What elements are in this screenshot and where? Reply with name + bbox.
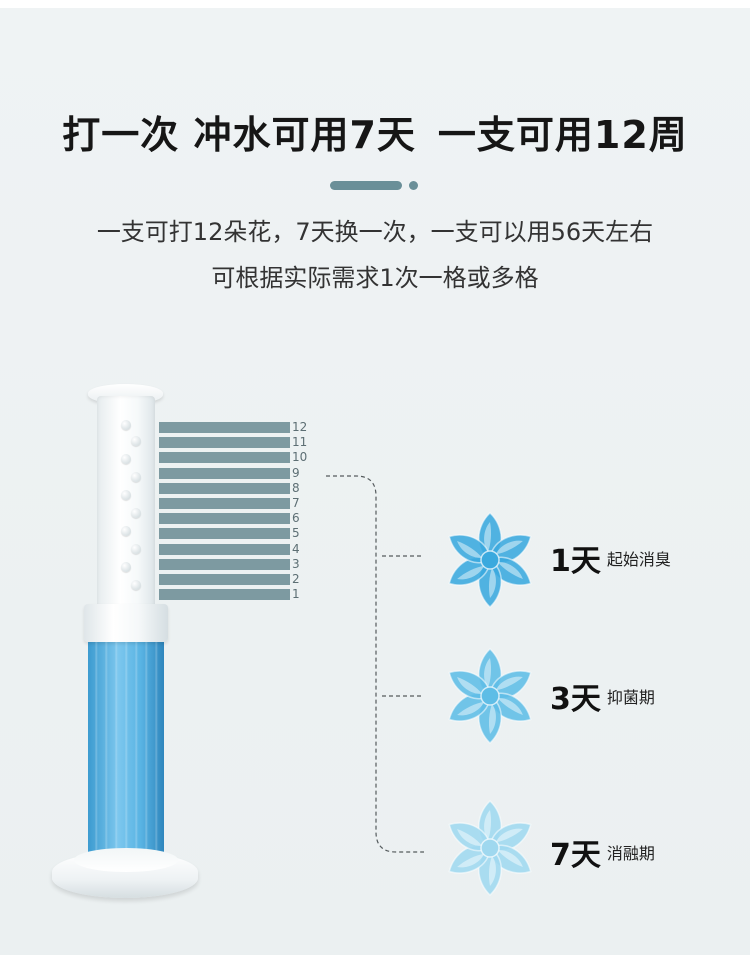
dose-scale-segment [159,482,290,494]
stage-7-description: 消融期 [606,844,655,863]
stage-1-description: 起始消臭 [606,550,671,569]
flower-petal-highlight [497,850,523,867]
dose-scale-segment [159,422,290,433]
accent-divider-dot [409,181,418,190]
dose-scale-number: 6 [292,511,300,526]
flower-petal [448,534,491,564]
gel-flower-stage-3 [448,647,532,745]
flower-petal-highlight [488,704,496,734]
applicator-plunger-barrel [97,396,155,608]
stage-3-days: 3天 [550,682,601,717]
applicator-blue-gel [88,640,164,858]
flower-petal [448,670,491,700]
flower-petal-highlight [495,676,523,691]
flower-petal-highlight [457,701,485,716]
stage-1-label: 1天起始消臭 [550,536,671,580]
dose-scale-segment [159,543,290,555]
flower-petal-highlight [484,810,492,840]
dose-scale-segment [159,498,290,509]
dose-scale-number: 9 [292,465,300,480]
barrel-dot [131,472,141,482]
stage-7-label: 7天消融期 [550,830,655,874]
flower-petal-highlight [457,829,483,846]
dose-scale-number: 12 [292,420,308,434]
dose-scale-number: 11 [292,435,308,450]
dose-scale-segment [159,467,290,479]
dose-scale-number: 10 [292,450,308,465]
connector-bracket [326,475,424,853]
barrel-dot [131,436,141,446]
flower-petal-highlight [457,541,483,558]
dose-scale-number: 5 [292,526,300,541]
dose-scale-segment [159,437,290,449]
accent-divider [330,181,402,190]
dose-scale-number: 1 [292,587,300,602]
stage-3-label: 3天抑菌期 [550,674,655,718]
flower-petal-highlight [495,828,523,843]
dose-scale-segment [159,452,290,464]
stage-1-days: 1天 [550,544,601,579]
barrel-dot [121,454,131,464]
flower-petal-highlight [497,698,523,715]
flower-petal-highlight [497,562,523,579]
applicator-base-rim [74,848,178,872]
flower-petal-highlight [457,677,483,694]
dose-scale-segment [159,513,290,525]
barrel-dot [121,420,131,430]
dose-scale-segment [159,528,290,540]
flower-petal-highlight [457,565,485,580]
dose-scale-number: 8 [292,480,300,495]
flower-petal-highlight [457,853,485,868]
barrel-dot [131,544,141,554]
flower-center [480,550,500,570]
dose-scale-number: 2 [292,572,300,586]
dose-scale-segment [159,558,290,570]
headline: 打一次 冲水可用7天一支可用12周 [0,104,750,159]
barrel-dot [121,562,131,572]
flower-center [480,838,500,858]
description-line-2: 可根据实际需求1次一格或多格 [211,264,539,292]
flower-petal-highlight [488,856,496,886]
gel-flower-stage-7 [448,799,532,897]
dose-scale-number: 3 [292,556,300,571]
flower-petal-highlight [495,540,523,555]
applicator-collar [84,604,168,642]
description-line-1: 一支可打12朵花，7天换一次，一支可以用56天左右 [96,218,654,246]
flower-petal-highlight [484,658,492,688]
stage-3-description: 抑菌期 [606,688,655,707]
gel-flower-stage-1 [448,511,532,609]
flower-petal-highlight [484,522,492,552]
dose-scale-number: 7 [292,496,300,510]
barrel-dot [131,508,141,518]
barrel-dot [121,490,131,500]
barrel-dot [131,580,141,590]
dose-scale-segment [159,589,290,601]
headline-part-2: 一支可用12周 [437,113,688,157]
dose-scale-number: 4 [292,541,300,556]
flower-center [480,686,500,706]
flower-petal [448,822,491,852]
flower-petal-highlight [488,568,496,598]
dose-scale-segment [159,574,290,585]
headline-part-1: 打一次 冲水可用7天 [62,113,416,157]
stage-7-days: 7天 [550,838,601,873]
barrel-dot [121,526,131,536]
